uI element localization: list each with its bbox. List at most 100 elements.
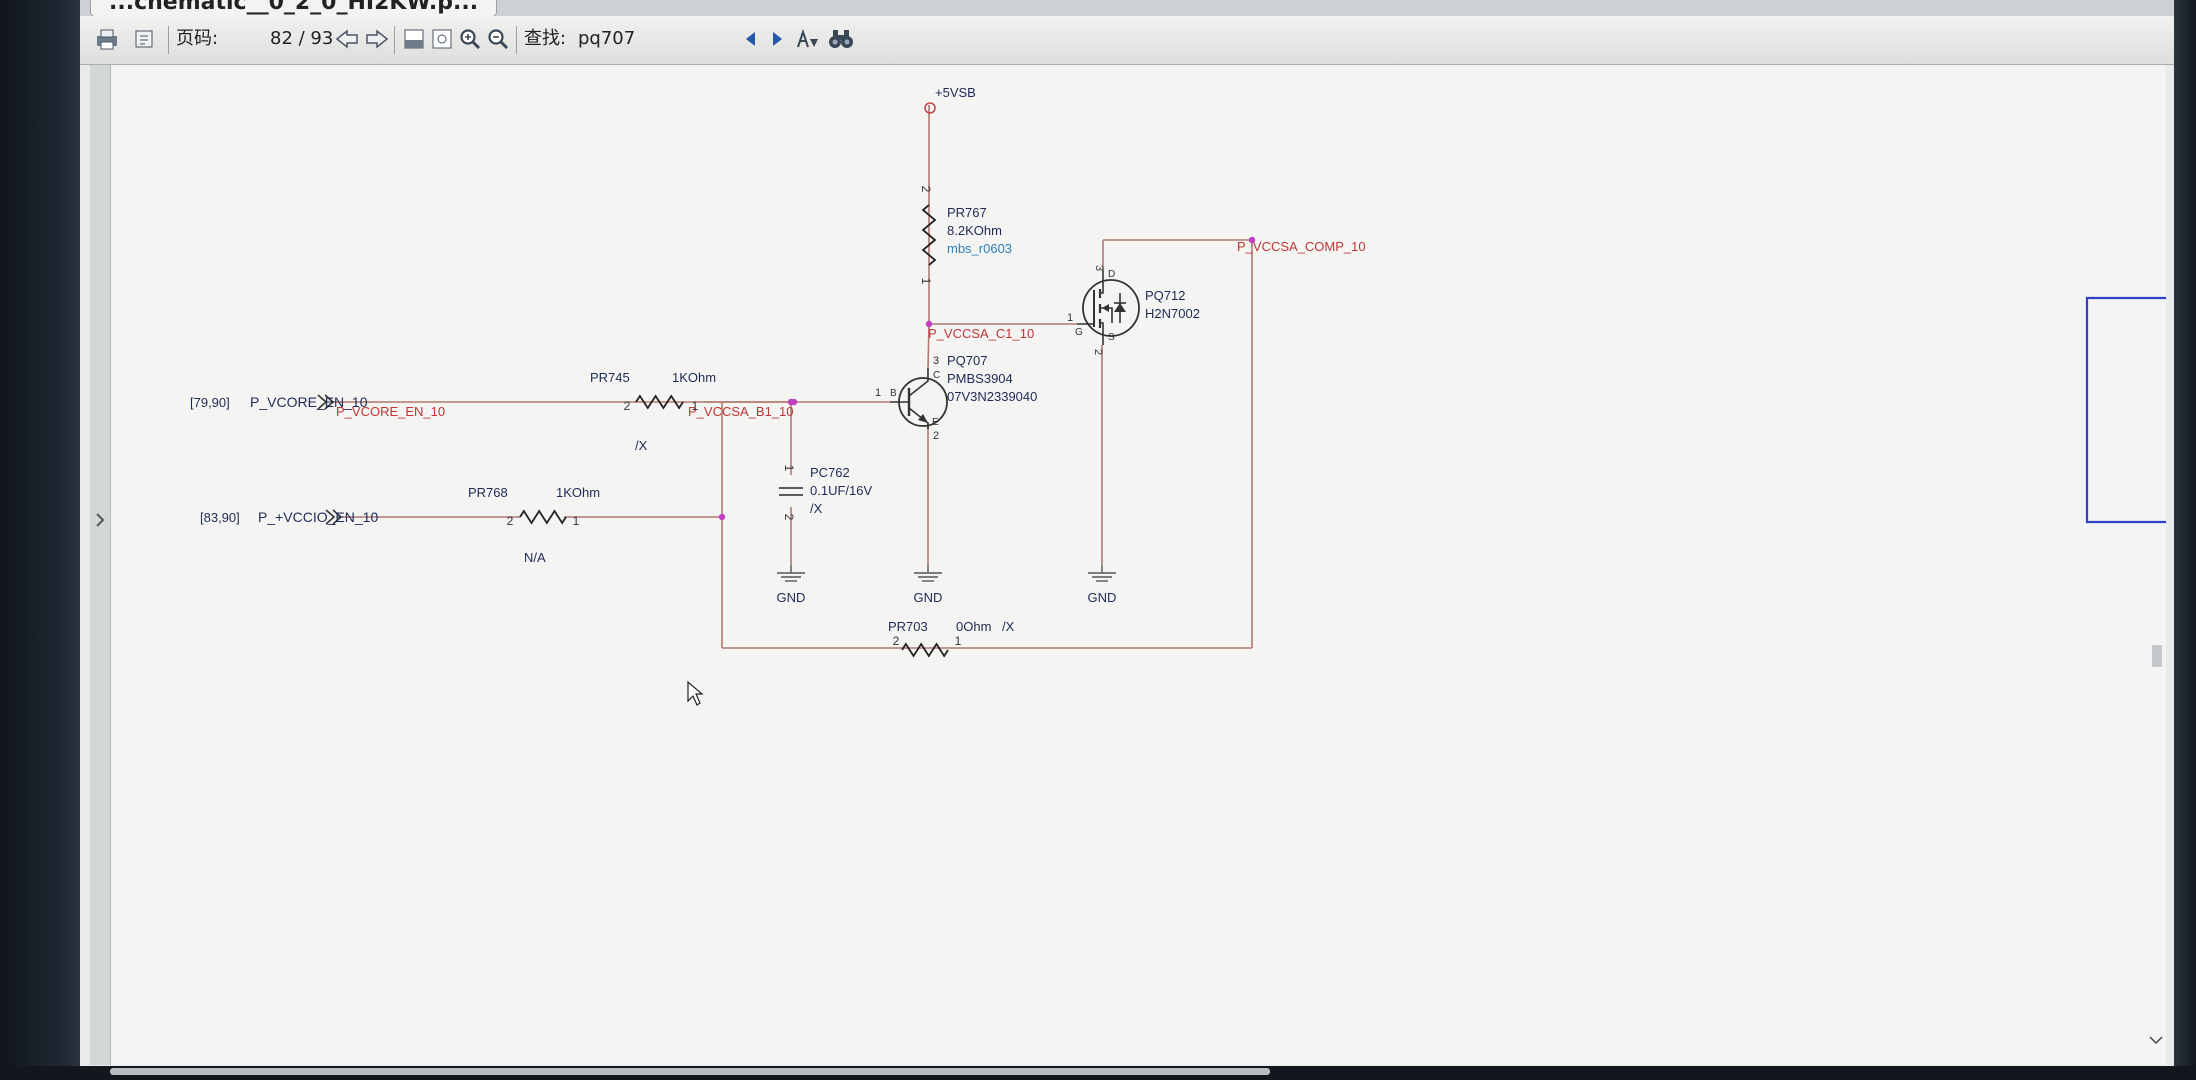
next-page-icon[interactable] [362,24,390,54]
schematic-canvas: GND GND GND +5VSB [79,90] P_VCORE_EN_10 [83,90… [190,85,2166,1045]
offpage-connector-icon [325,509,336,525]
pdf-viewer-window: ...chematic__0_2_0_HI2KW.p... 页码: 82 / 9… [80,0,2174,1075]
monitor-bezel-right [2174,0,2196,1080]
toolbar-separator [516,26,517,54]
pr703-value: 0Ohm [956,619,991,634]
find-label: 查找: [524,28,567,49]
power-port-5vsb [924,102,936,114]
pr767-pin: 1 [919,278,933,285]
find-input[interactable]: pq707 [578,28,636,49]
pr745-note: /X [635,438,648,453]
fit-width-icon[interactable] [400,24,428,54]
gnd-label: GND [914,590,943,605]
pq712-diode-icon [1114,303,1126,312]
print-icon[interactable] [92,24,122,54]
offpage-connector-icon [324,394,335,410]
monitor-bezel-left [0,0,80,1080]
scroll-down-icon[interactable] [2149,1036,2163,1045]
pr768-note: N/A [524,550,546,565]
pq707-pin-label: B [890,388,897,399]
pq707-emitter-arrow [918,414,928,423]
net-label-vccsa-c1: P_VCCSA_C1_10 [928,326,1034,341]
pr703-note: /X [1002,619,1015,634]
net-label-vcore-en: P_VCORE_EN_10 [336,404,445,419]
gnd-label: GND [777,590,806,605]
pr768-ref: PR768 [468,485,508,500]
pq707-pin: 3 [933,355,939,367]
pq707-ref: PQ707 [947,353,987,368]
pq712-pin: 3 [1093,265,1105,271]
pq712-arrow [1102,304,1109,312]
schematic-symbols [317,102,2166,1045]
find-previous-icon[interactable] [740,24,762,54]
pq712-source-lead [1100,322,1104,345]
pq712-drain-lead [1100,270,1104,294]
zoom-out-icon[interactable] [484,24,512,54]
net-label-vccsa-b1: P_VCCSA_B1_10 [688,404,794,419]
gnd-label: GND [1088,590,1117,605]
pr767-resistor [921,204,937,266]
pr703-pin: 1 [955,634,962,648]
power-label-5vsb: +5VSB [935,85,976,100]
pq712-pin-label: G [1075,327,1083,338]
find-next-icon[interactable] [766,24,788,54]
pq707-pin: 2 [933,430,939,442]
pr745-value: 1KOhm [672,370,716,385]
pr703-resistor [901,642,949,658]
pc762-pin: 2 [782,514,796,521]
page-number-input[interactable]: 82 / 93 [270,28,334,49]
pr703-ref: PR703 [888,619,928,634]
left-panel-strip[interactable] [90,65,111,1065]
toolbar-separator [394,26,395,54]
previous-page-icon[interactable] [334,24,362,54]
pq712-mosfet-body [1082,279,1140,337]
pc762-pin: 1 [782,465,796,472]
wire-c1 [927,322,930,369]
pq707-code: 07V3N2339040 [947,389,1037,404]
pr768-resistor [519,509,567,525]
pq707-pin-label: E [932,417,939,428]
pq707-pin: 1 [875,387,881,399]
mouse-cursor-icon [687,680,704,706]
zoom-in-icon[interactable] [456,24,484,54]
fit-page-icon[interactable] [428,24,456,54]
schematic-wires [332,105,1253,649]
pr768-pin: 1 [573,514,580,528]
document-tab[interactable]: ...chematic__0_2_0_HI2KW.p... [90,0,498,16]
offpage-connector-icon [317,394,328,410]
toolbar-separator [168,26,169,54]
port-vccio-en: P_+VCCIO_EN_10 [258,509,378,525]
pc762-value: 0.1UF/16V [810,483,872,498]
junction-dot [925,320,933,328]
pq712-pin-label: S [1108,332,1115,343]
pq707-pin-label: C [933,370,940,381]
pr745-pin: 2 [624,399,631,413]
junction-dot [718,513,726,521]
binoculars-icon[interactable] [826,24,856,54]
offpage-ref-vcore: [79,90] [190,395,230,410]
match-case-icon[interactable] [794,24,822,54]
pq712-part: H2N7002 [1145,306,1200,321]
document-viewport[interactable]: GND GND GND +5VSB [79,90] P_VCORE_EN_10 [83,90… [90,65,2166,1065]
page-label: 页码: [176,28,219,49]
pr745-pin: 1 [692,399,699,413]
email-icon[interactable] [130,24,160,54]
pq707-part: PMBS3904 [947,371,1013,386]
panel-expand-icon[interactable] [93,510,107,530]
horizontal-scrollbar[interactable] [110,1066,1310,1078]
drawing-frame-edge [2085,296,2166,524]
schematic-labels: GND GND GND +5VSB [79,90] P_VCORE_EN_10 [83,90… [190,85,1366,648]
pr703-pin: 2 [893,634,900,648]
offpage-ref-vccio: [83,90] [200,510,240,525]
pc762-note: /X [810,501,823,516]
pq707-collector-lead [908,368,929,397]
pc762-ref: PC762 [810,465,850,480]
pq712-pin: 2 [1092,349,1104,355]
pr768-value: 1KOhm [556,485,600,500]
vertical-scrollbar-thumb[interactable] [2152,645,2162,667]
junction-dot [787,398,795,406]
pr767-ref: PR767 [947,205,987,220]
toolbar: 页码: 82 / 93 查找: pq707 [80,16,2174,65]
pq712-ref: PQ712 [1145,288,1185,303]
horizontal-scrollbar-thumb[interactable] [110,1068,1270,1075]
